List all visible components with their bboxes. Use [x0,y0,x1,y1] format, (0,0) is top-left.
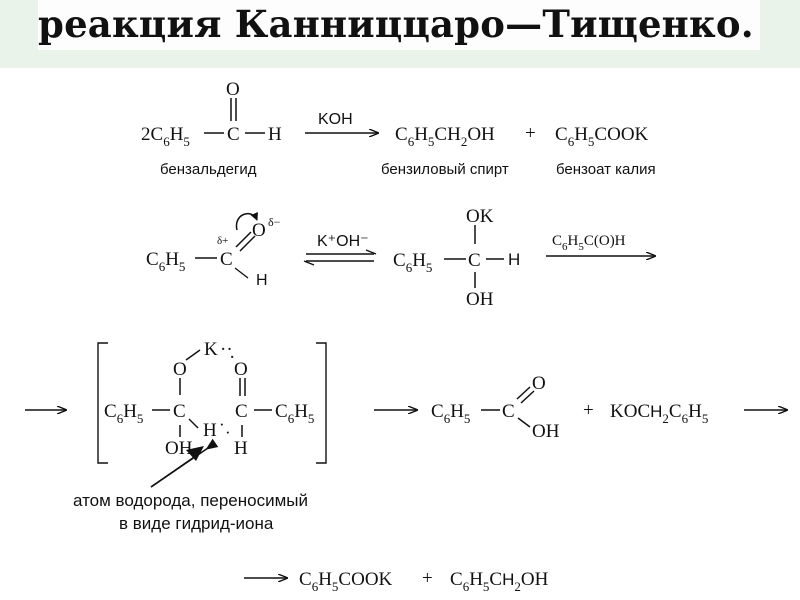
row-3-hydride-transfer: C6H5 C O K ·· · OH H · · C O C6H5 H [25,339,787,533]
equilibrium-forward-head [365,249,377,255]
bond [234,267,249,279]
reagent-koh: K⁺OH⁻ [317,233,369,250]
reagent-koh: KOH [318,111,353,128]
double-bond [235,231,252,248]
label-benzyl-alcohol: бензиловый спирт [381,161,509,178]
potassium-benzoate-formula: C6H5COOK [299,569,393,594]
benzyl-alcohol-formula: C6H5CH2OH [395,124,495,149]
dots: · [219,415,225,434]
benzyl-alcohol-formula: C6H5CH2OH [450,569,549,594]
potassium-benzylate-formula: KOCH2C6H5 [610,401,708,426]
right-oxygen: O [234,359,248,380]
hydroxyl-oh: OH [466,289,494,310]
double-bond [520,390,535,404]
partial-positive: δ+ [217,235,228,247]
aldehyde-hydrogen: H [268,124,282,145]
benzoic-acid-phenyl: C6H5 [431,401,470,426]
tetrahedral-carbon: C [468,250,481,271]
plus-sign: + [525,123,536,144]
second-aldehyde-reagent: C6H5C(O)H [552,233,626,253]
carboxyl-carbon: C [502,401,515,422]
right-bracket [316,342,327,464]
phenyl-group: C6H5 [146,249,185,274]
carboxyl-hydroxyl: OH [532,421,560,442]
double-bond [239,235,256,252]
plus-sign: + [583,400,594,421]
carbonyl-oxygen: O [226,79,240,100]
row-4-final-products: C6H5COOK + C6H5CH2OH [244,568,549,594]
right-carbon: C [235,401,248,422]
aldehyde-hydrogen: H [234,438,248,459]
alkoxide-ok: OK [466,206,494,227]
phenyl-group: C6H5 [393,250,432,275]
left-bracket [97,342,108,464]
benzaldehyde-formula: 2C6H5 [141,124,190,149]
label-potassium-benzoate: бензоат калия [556,161,656,178]
dots: ·· [220,339,233,360]
row-1-overall-reaction: 2C6H5 C H O KOH C6H5CH2OH + C6H5COOK бен… [141,79,656,178]
hydride-caption-line-2: в виде гидрид-иона [119,514,274,533]
equilibrium-reverse-head [303,260,315,266]
phenyl-group: C6H5 [275,401,314,426]
left-hydroxyl: OH [165,438,193,459]
hydrogen: H [508,250,520,269]
electron-shift-curved-arrow [235,211,258,231]
dots: · [225,423,231,442]
left-oxygen: O [173,359,187,380]
bond [517,417,531,428]
bond [185,349,201,361]
carbonyl-carbon: C [227,124,240,145]
carbonyl-carbon: C [220,249,233,270]
aldehyde-hydrogen: H [256,272,268,289]
title-box [38,0,760,50]
potassium-atom: K [204,339,218,360]
hydride-pointer-head [186,446,204,461]
hydride-caption-line-1: атом водорода, переносимый [73,491,308,510]
label-benzaldehyde: бензальдегид [160,161,257,178]
hydride-pointer-line [150,452,201,488]
carboxyl-oxygen: O [532,373,546,394]
partial-negative: δ− [268,215,281,229]
left-carbon: C [173,401,186,422]
potassium-benzoate-formula: C6H5COOK [555,124,649,149]
transferring-hydrogen: H [203,420,217,441]
phenyl-group: C6H5 [104,401,143,426]
dots: · [229,347,235,368]
bond [188,418,199,429]
plus-sign: + [422,568,433,589]
double-bond [516,386,531,400]
row-2-hydroxide-addition: C6H5 C δ+ O δ− H K⁺OH⁻ C6H5 C H OK OH [146,206,655,310]
slide-title: реакция Канниццаро—Тищенко. [38,2,754,46]
carbonyl-oxygen: O [252,220,266,241]
